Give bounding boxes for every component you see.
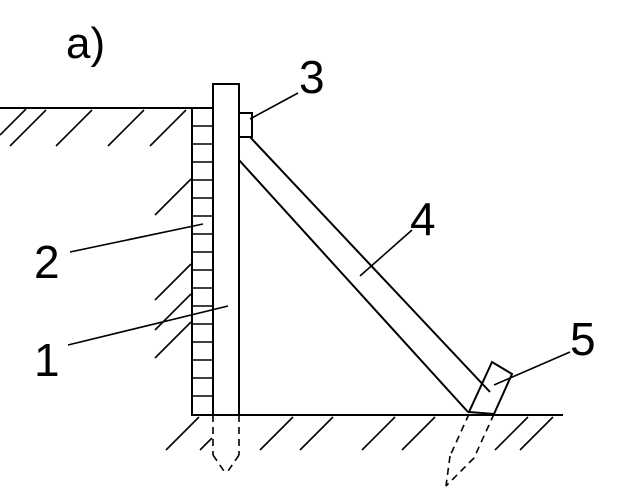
kicker-block [467, 360, 514, 416]
leader-lines [67, 92, 571, 386]
leader-4 [359, 229, 413, 277]
pile-embedment [212, 415, 240, 475]
kicker-embedment [445, 413, 495, 487]
inclined-strut [238, 136, 491, 413]
callout-2: 2 [34, 236, 60, 288]
panel-label: a) [66, 19, 105, 68]
callout-5: 5 [570, 313, 596, 365]
callout-3: 3 [299, 51, 325, 103]
leader-2 [69, 223, 204, 253]
bottom-ground-hatching [165, 416, 554, 451]
soldier-pile [212, 83, 240, 416]
callout-1: 1 [34, 334, 60, 386]
upper-ground-hatching [0, 108, 187, 147]
leader-5 [493, 351, 571, 386]
callout-4: 4 [410, 193, 436, 245]
leader-3 [249, 92, 299, 120]
leader-1 [67, 305, 229, 346]
lagging-boards [191, 107, 214, 416]
top-bracket [238, 112, 253, 138]
backfill-hatching [154, 178, 192, 359]
